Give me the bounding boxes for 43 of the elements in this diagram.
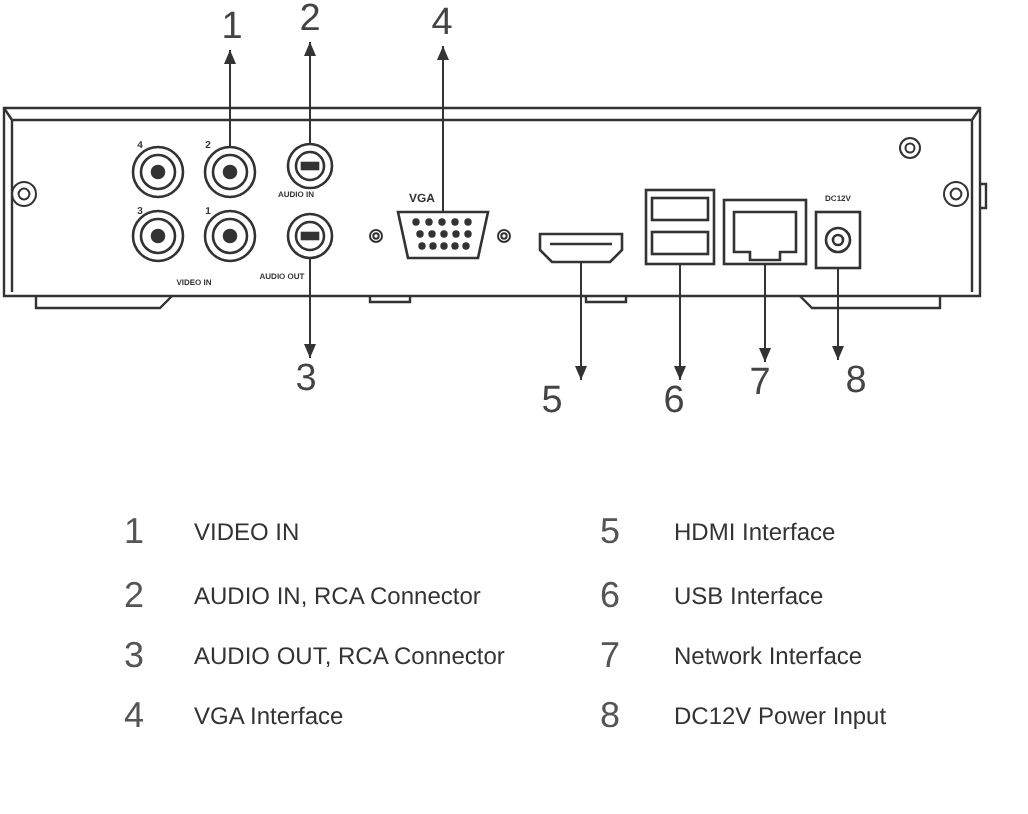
item-description: Network Interface	[674, 642, 863, 670]
vga-port	[396, 210, 490, 260]
leader-line	[832, 267, 844, 361]
item-number: 2	[124, 575, 145, 617]
callout-number: 7	[749, 364, 771, 404]
item-description: AUDIO IN, RCA Connector	[194, 582, 481, 610]
item-number: 6	[600, 575, 621, 617]
callout-number: 4	[431, 4, 453, 44]
item-description: AUDIO OUT, RCA Connector	[194, 642, 505, 670]
bnc-connector	[131, 209, 185, 263]
item-description: DC12V Power Input	[674, 702, 887, 730]
usb-port	[644, 188, 716, 266]
bnc-connector	[203, 209, 257, 263]
bnc-connector	[131, 145, 185, 199]
item-number: 8	[600, 695, 621, 737]
hdmi-port	[538, 232, 624, 264]
callout-number: 5	[541, 382, 563, 422]
power-jack	[814, 210, 862, 270]
item-number: 1	[124, 511, 145, 553]
bnc-connector	[203, 145, 257, 199]
callout-number: 3	[295, 360, 317, 400]
item-number: 3	[124, 635, 145, 677]
leader-line	[759, 263, 771, 363]
leader-line	[304, 257, 316, 359]
leader-line	[437, 45, 449, 213]
item-description: USB Interface	[674, 582, 824, 610]
item-number: 7	[600, 635, 621, 677]
leader-line	[575, 261, 587, 381]
item-number: 5	[600, 511, 621, 553]
callout-number: 1	[221, 8, 243, 48]
leader-line	[224, 49, 236, 148]
item-description: HDMI Interface	[674, 518, 836, 546]
item-number: 4	[124, 695, 145, 737]
callout-number: 8	[845, 362, 867, 402]
leader-line	[674, 263, 686, 381]
ethernet-port	[722, 198, 808, 266]
leader-line	[304, 41, 316, 145]
item-description: VIDEO IN	[194, 518, 300, 546]
rca-jack	[286, 212, 334, 260]
rca-jack	[286, 142, 334, 190]
item-description: VGA Interface	[194, 702, 344, 730]
callout-number: 6	[663, 382, 685, 422]
callout-number: 2	[299, 0, 321, 40]
